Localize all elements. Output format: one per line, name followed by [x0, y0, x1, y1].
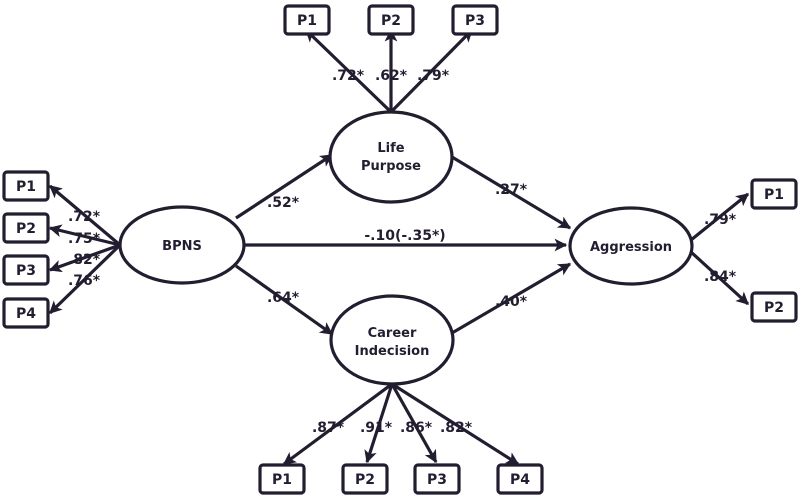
latent-career-label-line1: Career [368, 326, 417, 341]
loading-aggression-p1-value: .79* [704, 212, 737, 228]
path-bpns-career-value: .64* [267, 290, 300, 306]
indicator-career-p1: P1 [258, 463, 306, 495]
loading-career-p3-value: .86* [400, 420, 433, 436]
loading-bpns-p4 [48, 243, 122, 315]
indicator-aggression-p2: P2 [750, 291, 798, 323]
loading-career-p4 [391, 382, 520, 466]
loading-bpns-p4-value: .76* [68, 273, 101, 289]
indicator-life-p1: P1 [283, 4, 331, 36]
loading-life-p3-value: .79* [417, 68, 450, 84]
path-career-aggression [451, 262, 572, 335]
path-bpns-life [235, 153, 334, 220]
svg-text:P1: P1 [16, 179, 36, 195]
loading-bpns-p1-value: .72* [68, 209, 101, 225]
loading-career-p2-value: .91* [360, 420, 393, 436]
svg-text:P1: P1 [764, 187, 784, 203]
loading-aggression-p2 [689, 250, 750, 306]
loading-career-p1 [282, 382, 393, 466]
indicator-aggression-p1: P1 [750, 178, 798, 210]
svg-text:P3: P3 [427, 472, 447, 488]
loading-career-p4-value: .82* [440, 420, 473, 436]
indicator-career-p2: P2 [341, 463, 389, 495]
path-life-aggression-value: .27* [495, 182, 528, 198]
indicator-career-p4: P4 [496, 463, 544, 495]
indicator-bpns-p1: P1 [2, 170, 50, 202]
indicator-bpns-p3: P3 [2, 254, 50, 286]
indicator-life-p3: P3 [451, 4, 499, 36]
latent-career-indecision: Career Indecision [329, 294, 455, 386]
path-bpns-life-value: .52* [267, 195, 300, 211]
loading-life-p2-value: .62* [375, 68, 408, 84]
path-bpns-career [235, 264, 334, 336]
indicator-career-p3: P3 [413, 463, 461, 495]
loading-life-p1-value: .72* [332, 68, 365, 84]
loading-aggression-p1 [689, 192, 750, 242]
loading-bpns-p1 [48, 184, 122, 247]
latent-aggression: Aggression [568, 206, 694, 286]
latent-life-label-line2: Purpose [361, 159, 421, 174]
latent-life-purpose: Life Purpose [328, 110, 454, 204]
latent-bpns-label: BPNS [162, 239, 202, 254]
loading-bpns-p3 [48, 243, 121, 273]
latent-life-label-line1: Life [377, 141, 404, 156]
loading-bpns-p3-value: .82* [68, 252, 101, 268]
loading-career-p3 [390, 383, 438, 464]
svg-text:P3: P3 [465, 13, 485, 29]
svg-text:P2: P2 [381, 13, 401, 29]
svg-text:P4: P4 [510, 472, 530, 488]
svg-text:P2: P2 [16, 221, 36, 237]
svg-text:P4: P4 [16, 306, 36, 322]
latent-aggression-label: Aggression [590, 240, 672, 255]
loading-life-p1 [304, 28, 393, 114]
svg-text:P3: P3 [16, 263, 36, 279]
latent-career-label-line2: Indecision [355, 344, 430, 359]
loading-aggression-p2-value: .84* [704, 269, 737, 285]
loading-career-p1-value: .87* [312, 420, 345, 436]
loading-career-p2 [364, 383, 394, 464]
latent-bpns: BPNS [118, 205, 246, 285]
svg-text:P2: P2 [764, 300, 784, 316]
indicator-bpns-p2: P2 [2, 212, 50, 244]
path-bpns-aggression-value: -.10(-.35*) [364, 228, 445, 244]
path-career-aggression-value: .40* [495, 294, 528, 310]
svg-text:P1: P1 [272, 472, 292, 488]
path-life-aggression [451, 155, 572, 230]
svg-text:P1: P1 [297, 13, 317, 29]
indicator-bpns-p4: P4 [2, 297, 50, 329]
loading-bpns-p2 [48, 224, 121, 247]
svg-text:P2: P2 [355, 472, 375, 488]
indicator-life-p2: P2 [367, 4, 415, 36]
loading-bpns-p2-value: .75* [68, 231, 101, 247]
loading-life-p3 [389, 28, 474, 114]
